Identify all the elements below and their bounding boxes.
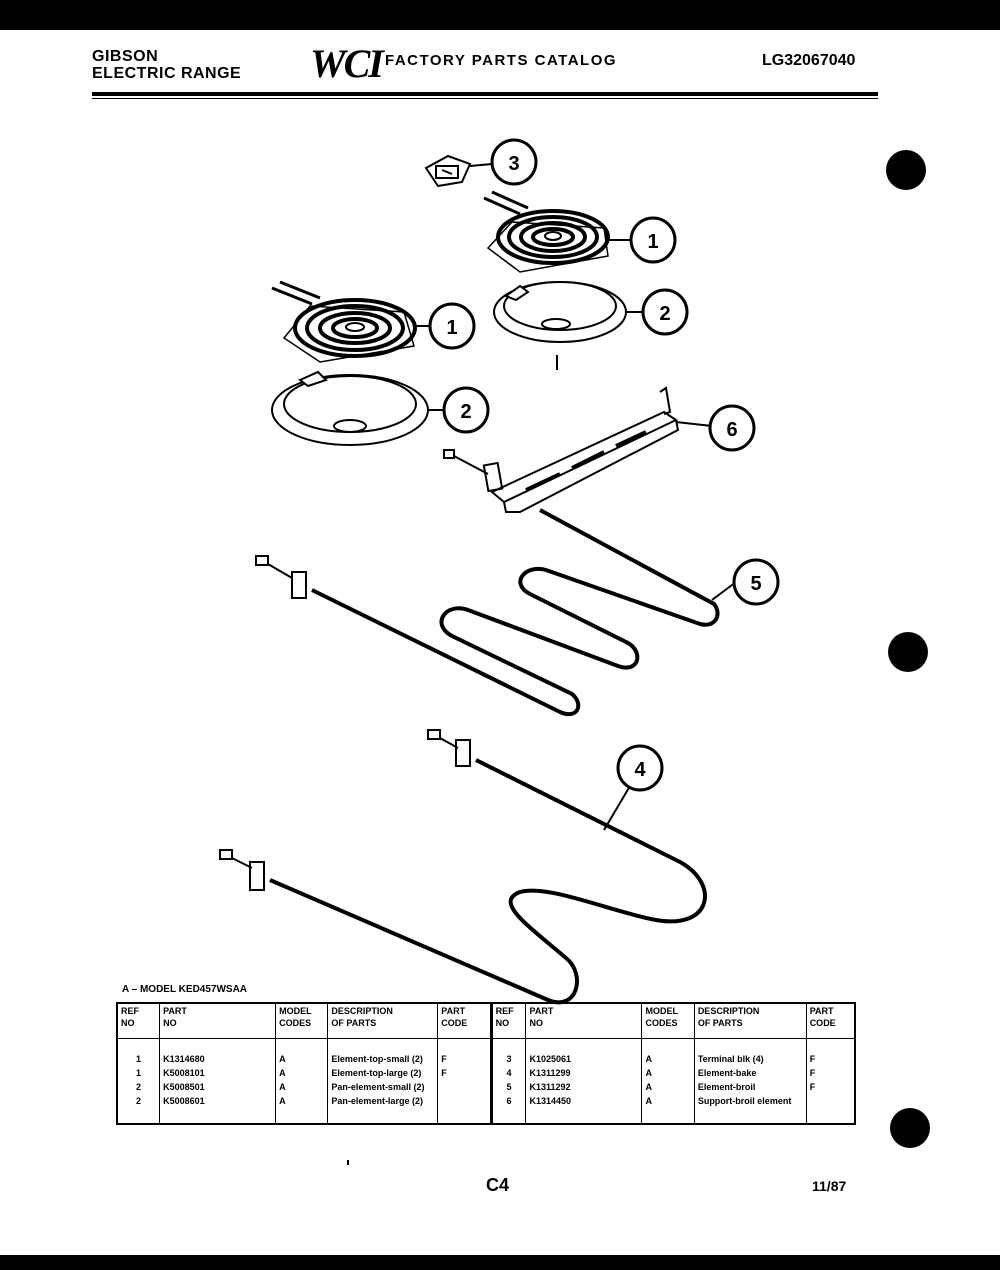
bake-element-drawing [219,729,707,1005]
callout-label: 1 [647,231,658,253]
callout-5: 5 [732,558,780,606]
wci-logo: WCI [310,41,384,86]
table-row: 1 K5008101 A Element-top-large (2) F 4 K… [116,1067,856,1081]
model-number: LG32067040 [762,52,856,69]
callout-1-right: 1 [629,216,677,264]
callout-label: 3 [508,153,519,175]
model-code-legend: A – MODEL KED457WSAA [122,984,248,995]
callout-2-left: 2 [442,386,490,434]
catalog-date: 11/87 [812,1178,847,1194]
callout-label: 2 [460,401,471,423]
callouts: 3 1 2 1 2 6 5 4 [428,138,780,792]
callout-4: 4 [616,744,664,792]
broil-support-drawing [443,386,680,513]
callout-label: 6 [726,419,737,441]
binder-hole-icon [890,1108,930,1148]
header-rule-thin [92,98,878,99]
surface-element-left-drawing [271,280,417,363]
product-type: ELECTRIC RANGE [92,65,242,82]
brand-block: GIBSON ELECTRIC RANGE [92,48,241,82]
drip-pan-right-drawing [493,281,627,343]
drip-pan-left-drawing [271,370,429,446]
broil-element-drawing [255,508,720,716]
header-rule [92,92,878,96]
brand-name: GIBSON [92,48,159,65]
terminal-block-drawing [424,154,472,188]
callout-label: 4 [634,759,646,781]
page-code: C4 [486,1175,510,1195]
binder-hole-icon [886,150,926,190]
binder-hole-icon [888,632,928,672]
callout-6: 6 [708,404,756,452]
callout-1-left: 1 [428,302,476,350]
table-row: 1 K1314680 A Element-top-small (2) F 3 K… [116,1053,856,1067]
callout-2-right: 2 [641,288,689,336]
callout-3: 3 [490,138,538,186]
table-row: 2 K5008601 A Pan-element-large (2) 6 K13… [116,1095,856,1109]
table-row: 2 K5008501 A Pan-element-small (2) 5 K13… [116,1081,856,1095]
callout-label: 5 [750,573,761,595]
callout-label: 2 [659,303,670,325]
callout-label: 1 [446,317,457,339]
catalog-title: FACTORY PARTS CATALOG [385,52,618,69]
surface-element-right-drawing [483,190,610,273]
